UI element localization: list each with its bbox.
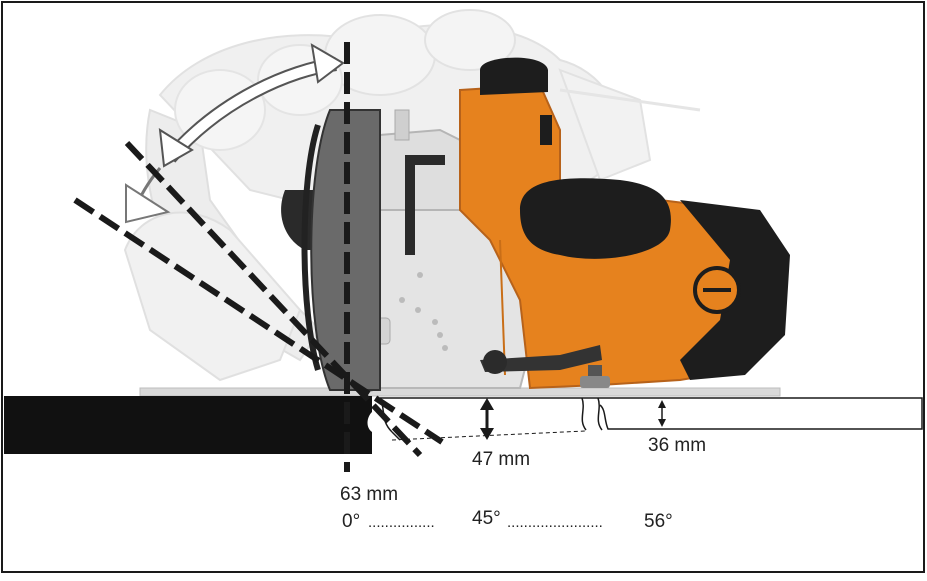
cut-guide-lines	[73, 42, 444, 472]
depth-arrow-47-icon	[480, 398, 494, 440]
guide-line-45deg	[124, 140, 423, 458]
angle-label-56: 56°	[644, 511, 673, 532]
workpiece-black	[4, 396, 372, 454]
guide-line-56deg	[73, 197, 444, 445]
depth-arrow-36-icon	[658, 400, 666, 427]
tilt-arrow-icon	[125, 43, 345, 224]
saw-orange-body	[459, 57, 790, 390]
depth-label-36: 36 mm	[648, 435, 706, 456]
angle-label-45: 45°	[472, 508, 501, 529]
angle-dots-2: .......................	[507, 514, 603, 531]
depth-lever	[480, 345, 610, 388]
angle-label-0: 0°	[342, 511, 360, 532]
angle-dots-1: ................	[368, 514, 435, 531]
saw-blade	[301, 109, 381, 391]
base-plate	[139, 387, 781, 397]
depth-label-47: 47 mm	[472, 449, 530, 470]
depth-label-63: 63 mm	[340, 484, 398, 505]
